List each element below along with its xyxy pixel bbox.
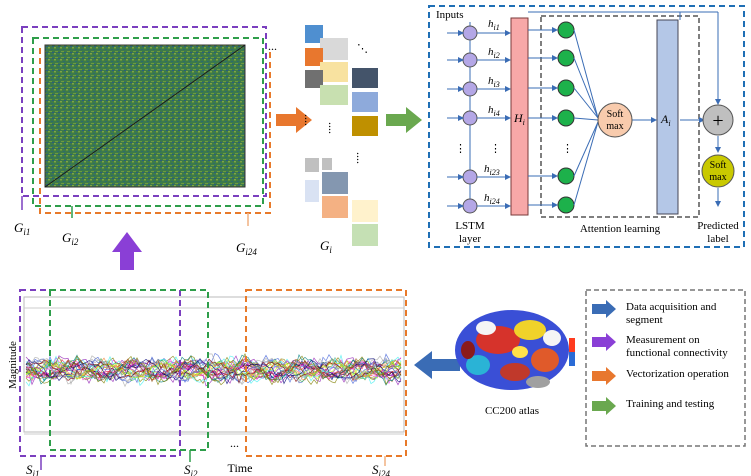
window-frame-gi24 [39, 48, 271, 214]
legend-text-2-0: Vectorization operation [626, 368, 729, 380]
window-si2 [49, 289, 209, 451]
ellipsis-label: ... [230, 436, 239, 450]
lstm-label-1: LSTM [455, 220, 485, 232]
label-si24: Si24 [372, 462, 391, 476]
legend-text-1-0: Measurement on [626, 334, 700, 346]
window-frame-gi1 [21, 26, 267, 197]
label-gi2: Gi2 [62, 230, 79, 247]
hi-bar [510, 17, 529, 216]
svg-text:....: .... [302, 114, 316, 126]
svg-text:....: .... [326, 122, 340, 134]
svg-text:Soft: Soft [607, 109, 624, 120]
blue-left-arrow [414, 351, 460, 379]
signal-trace [25, 358, 402, 384]
svg-text:hi4: hi4 [488, 104, 500, 118]
matrix-diagonal [44, 44, 246, 188]
svg-text:hi3: hi3 [488, 75, 500, 89]
vector-blocks: ⋱ .... .... .... Gi [302, 25, 378, 255]
svg-text:Gi1: Gi1 [14, 220, 30, 237]
svg-text:⋮: ⋮ [562, 143, 573, 155]
label-gi24: Gi24 [236, 240, 257, 257]
softmax-node-1 [597, 102, 633, 138]
svg-text:hi23: hi23 [484, 163, 500, 177]
svg-text:⋱: ⋱ [357, 43, 368, 55]
svg-text:Gi24: Gi24 [236, 240, 257, 257]
svg-text:hi1: hi1 [488, 18, 500, 32]
signal-trace [25, 358, 402, 380]
orange-right-arrow [276, 107, 312, 133]
label-gi: Gi [320, 238, 332, 255]
signal-trace [25, 354, 402, 385]
svg-text:⋮: ⋮ [490, 143, 501, 155]
label-si2: Si2 [184, 462, 198, 476]
signal-trace [25, 357, 402, 386]
legend-arrow-0 [592, 300, 616, 318]
label-si1: Si1 [26, 462, 40, 476]
svg-text:+: + [712, 110, 723, 132]
attention-box [540, 15, 700, 218]
inputs-label: Inputs [436, 9, 464, 21]
network-panel: Inputs ⋮ ⋮ [428, 5, 745, 248]
legend-frame [585, 289, 746, 447]
predicted-label-1: Predicted [697, 220, 739, 232]
svg-text:max: max [606, 121, 623, 132]
svg-text:Gi2: Gi2 [62, 230, 79, 247]
brain-atlas: CC200 atlas [455, 310, 575, 417]
attention-nodes: ⋮ [557, 21, 575, 214]
connectivity-matrix-group: ... Gi1 Gi2 Gi24 [14, 26, 277, 257]
signal-plot: Magnitude ... Time Si1 Si2 Si24 [7, 289, 407, 476]
legend-text-0-0: Data acquisition and [626, 301, 717, 313]
hidden-labels: hi1 hi2 hi3 hi4 hi23 hi24 [484, 18, 500, 206]
network-frame [428, 5, 745, 248]
purple-up-arrow [112, 232, 142, 270]
softmax-node-2 [701, 154, 735, 188]
window-frame-gi2 [32, 37, 264, 207]
legend-text-3-0: Training and testing [626, 398, 715, 410]
svg-text:⋮: ⋮ [455, 143, 466, 155]
lstm-nodes: ⋮ ⋮ [455, 25, 501, 214]
svg-text:hi2: hi2 [488, 46, 500, 60]
ai-label: Ai [660, 112, 671, 128]
svg-text:Soft: Soft [710, 160, 727, 171]
legend-arrow-2 [592, 367, 616, 385]
ai-bar [656, 19, 679, 215]
time-label: Time [228, 461, 253, 475]
svg-text:hi24: hi24 [484, 192, 500, 206]
hi-label: Hi [513, 111, 525, 127]
legend-text-1-1: functional connectivity [626, 347, 728, 359]
signal-trace [25, 358, 402, 385]
plus-node [702, 104, 734, 136]
matrix-ellipsis: ... [268, 39, 277, 53]
window-si24 [245, 289, 407, 457]
green-right-arrow [386, 107, 422, 133]
atlas-label: CC200 atlas [485, 405, 539, 417]
magnitude-label: Magnitude [7, 341, 19, 389]
attention-label: Attention learning [580, 223, 661, 235]
lstm-label-2: layer [459, 233, 481, 245]
legend-arrow-1 [592, 333, 616, 351]
legend-text-0-1: segment [626, 314, 663, 326]
svg-text:max: max [709, 172, 726, 183]
signal-traces [25, 352, 402, 388]
label-gi1: Gi1 [14, 220, 30, 237]
legend-arrow-3 [592, 397, 616, 415]
predicted-label-2: label [707, 233, 728, 245]
signal-trace [25, 353, 402, 386]
svg-text:....: .... [354, 152, 368, 164]
